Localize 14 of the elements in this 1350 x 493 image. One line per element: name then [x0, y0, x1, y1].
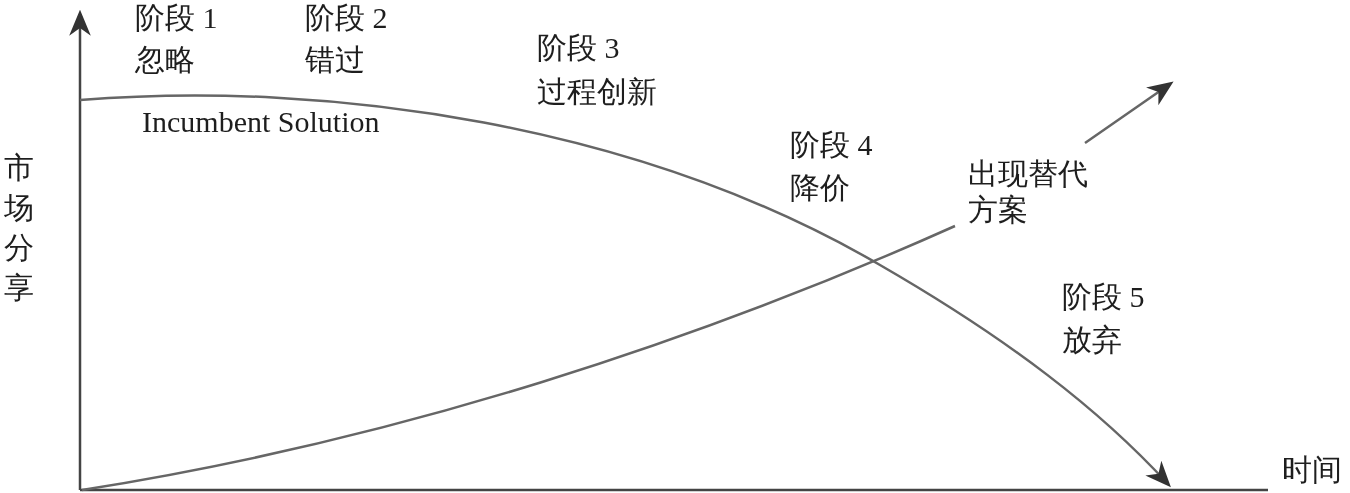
stage-number-label: 阶段 1 [135, 0, 218, 36]
stage-name-label: 降价 [790, 170, 850, 206]
curve-label: Incumbent Solution [142, 104, 380, 140]
stage-number-label: 阶段 2 [305, 0, 388, 36]
stage-name-label: 放弃 [1062, 322, 1122, 358]
stage-name-label: 错过 [305, 42, 365, 78]
axis-label: 时间 [1282, 452, 1342, 488]
stage-number-label: 阶段 4 [790, 127, 873, 163]
stage-name-label: 忽略 [135, 42, 195, 78]
stage-name-label: 过程创新 [537, 74, 657, 110]
stage-number-label: 阶段 3 [537, 30, 620, 66]
curve-label: 出现替代方案 [968, 156, 1089, 228]
stage-number-label: 阶段 5 [1062, 279, 1145, 315]
axis-label: 市场分享 [4, 150, 35, 306]
